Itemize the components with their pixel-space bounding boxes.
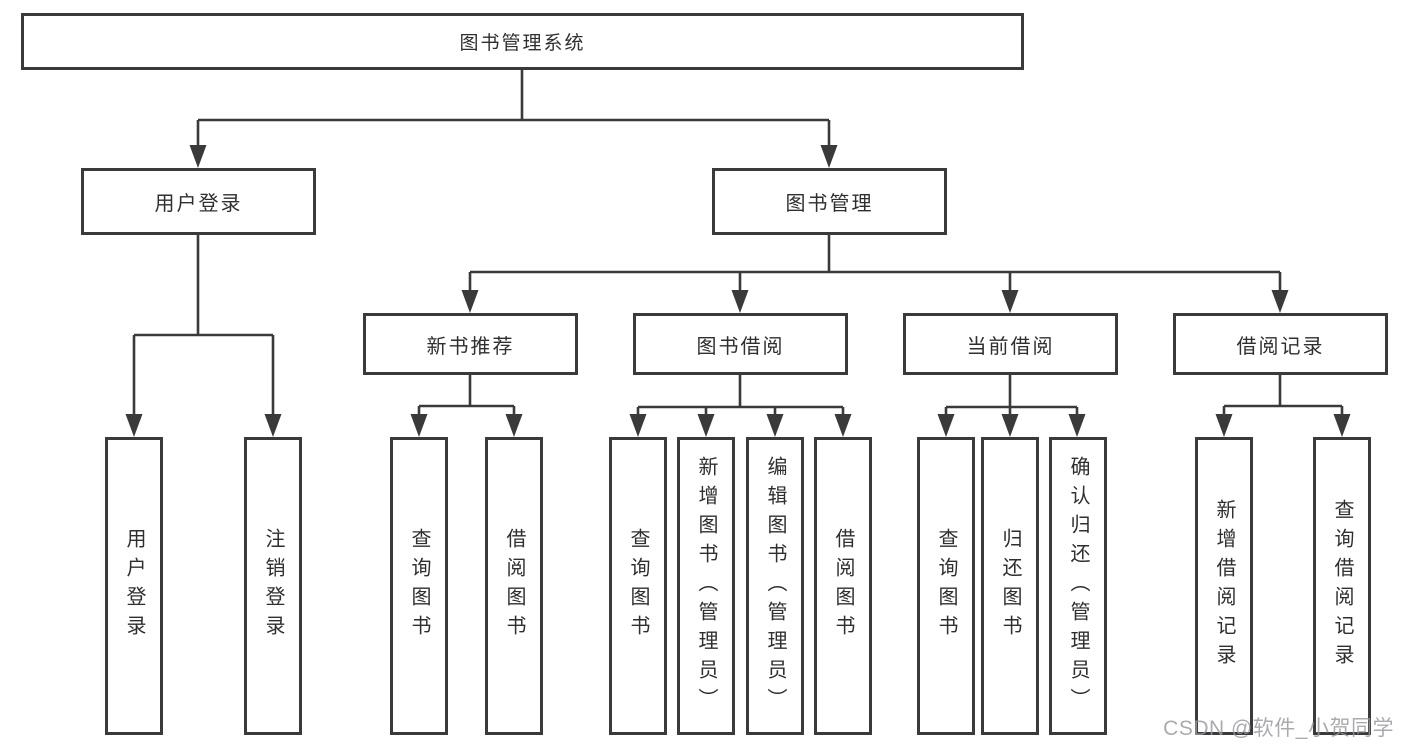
- edge-book-mgmt-arrowheads: [461, 290, 1289, 313]
- edge-root-to-level2-arrowheads: [189, 145, 838, 168]
- node-book-borrow: 图书借阅: [633, 313, 848, 375]
- leaf-borrow-books-recommend: 借阅图书: [485, 437, 543, 735]
- edge-new-book-arrowheads: [410, 414, 523, 437]
- edge-current-borrow-lines: [944, 375, 1079, 420]
- leaf-query-books-recommend: 查询图书: [390, 437, 448, 735]
- node-borrow-records: 借阅记录: [1173, 313, 1388, 375]
- edge-new-book-to-children: [410, 375, 523, 437]
- leaf-query-books-current: 查询图书: [917, 437, 975, 735]
- edge-current-borrow-arrowheads: [937, 414, 1086, 437]
- node-current-borrow: 当前借阅: [903, 313, 1118, 375]
- leaf-borrow-books: 借阅图书: [814, 437, 872, 735]
- edge-user-login-to-children: [125, 235, 282, 437]
- leaf-user-login: 用户登录: [105, 437, 163, 735]
- edge-user-login-arrowheads: [125, 414, 282, 437]
- leaf-logout: 注销登录: [244, 437, 302, 735]
- edge-user-login-lines: [132, 235, 275, 420]
- node-book-management: 图书管理: [712, 168, 947, 235]
- edge-records-to-children: [1215, 375, 1351, 437]
- edge-root-to-level2: [189, 70, 838, 168]
- edge-root-to-level2-lines: [196, 70, 831, 150]
- leaf-add-book-admin: 新增图书（管理员）: [677, 437, 735, 735]
- node-user-login: 用户登录: [81, 168, 316, 235]
- leaf-query-books-borrow: 查询图书: [609, 437, 667, 735]
- edge-current-borrow-to-children: [937, 375, 1086, 437]
- edge-records-lines: [1222, 375, 1344, 420]
- edge-new-book-lines: [417, 375, 516, 420]
- edge-book-borrow-lines: [636, 375, 845, 420]
- leaf-return-book: 归还图书: [981, 437, 1039, 735]
- leaf-edit-book-admin: 编辑图书（管理员）: [746, 437, 804, 735]
- edge-book-borrow-arrowheads: [629, 414, 852, 437]
- edge-book-mgmt-to-level3: [461, 235, 1289, 313]
- leaf-query-borrow-record: 查询借阅记录: [1313, 437, 1371, 735]
- leaf-confirm-return-admin: 确认归还（管理员）: [1049, 437, 1107, 735]
- edge-book-borrow-to-children: [629, 375, 852, 437]
- edge-records-arrowheads: [1215, 414, 1351, 437]
- node-new-book-recommend: 新书推荐: [363, 313, 578, 375]
- leaf-add-borrow-record: 新增借阅记录: [1195, 437, 1253, 735]
- edge-book-mgmt-lines: [468, 235, 1282, 296]
- watermark: CSDN @软件_小贺同学: [1163, 717, 1394, 740]
- node-root-system: 图书管理系统: [21, 13, 1024, 70]
